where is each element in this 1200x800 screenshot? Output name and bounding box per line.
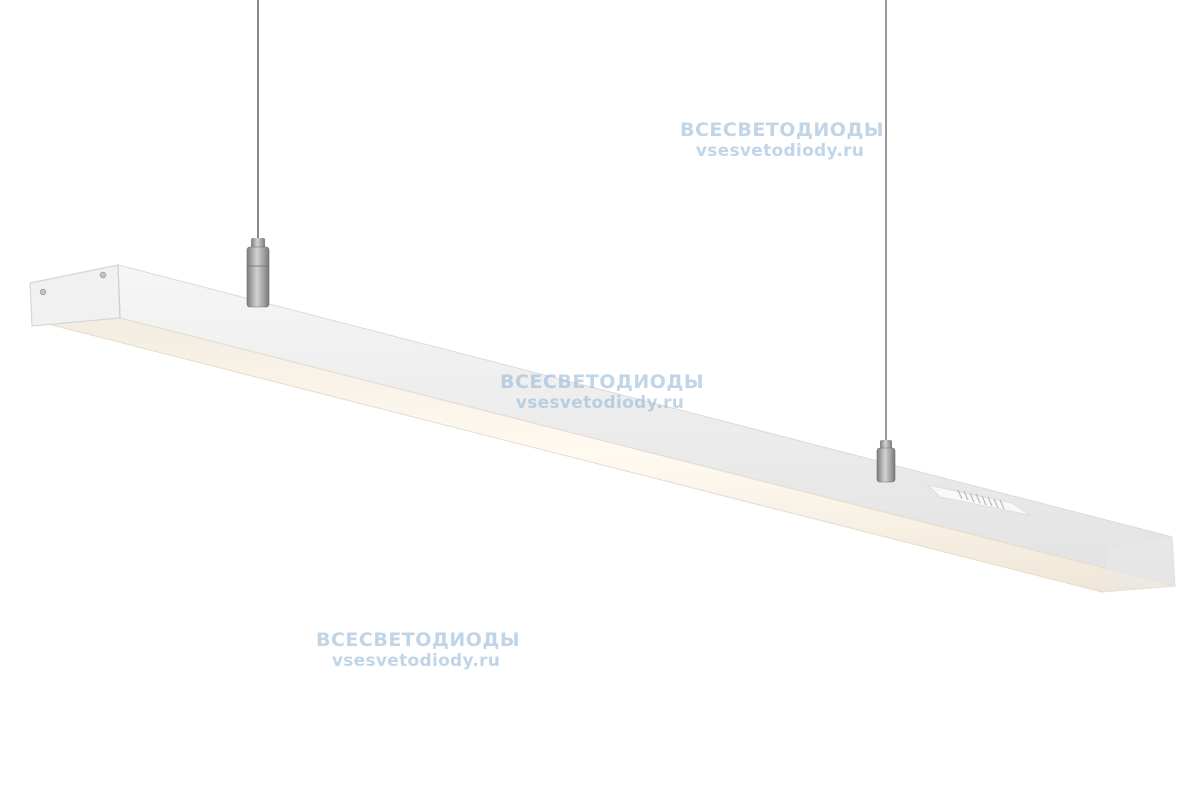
end-cap-screw-icon — [39, 288, 47, 296]
luminaire-body — [29, 264, 1176, 593]
end-cap — [29, 264, 121, 327]
cable-mount-left — [246, 238, 270, 308]
housing-side-face — [117, 264, 1176, 587]
led-diffuser — [31, 317, 1176, 593]
cable-mount-right — [876, 440, 896, 483]
driver-vent-block — [926, 484, 1031, 516]
end-cap-screw-icon — [99, 271, 107, 279]
